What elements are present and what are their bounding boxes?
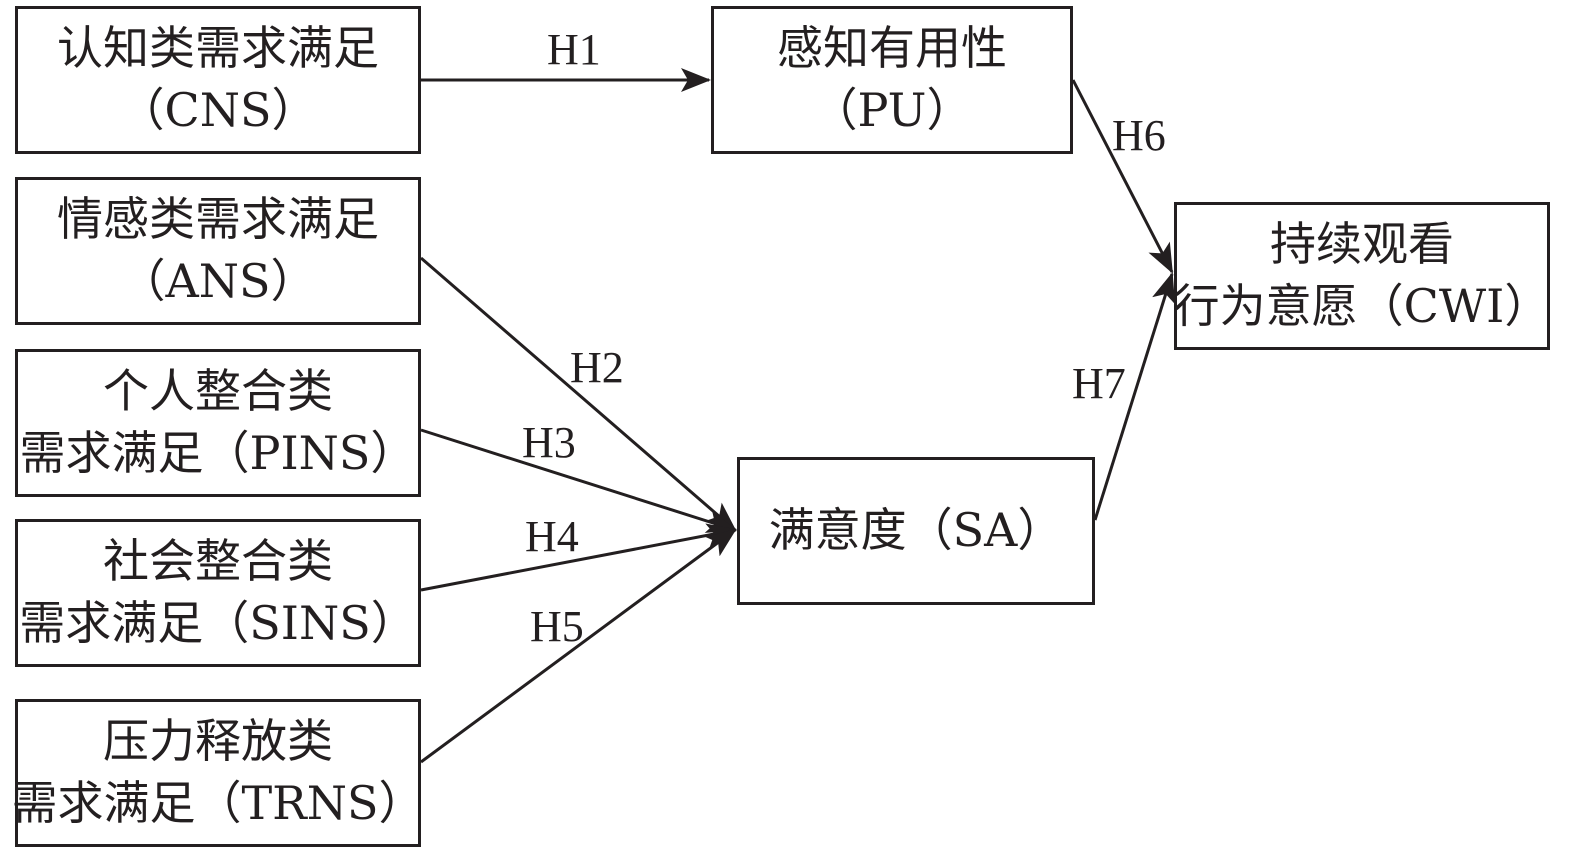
node-cwi-line2: 行为意愿（CWI） bbox=[1173, 279, 1551, 333]
hypothesis-label-h7: H7 bbox=[1072, 359, 1126, 408]
node-ans-line2: （ANS） bbox=[119, 254, 317, 308]
arrow-h4 bbox=[420, 523, 737, 592]
hypothesis-label-h5: H5 bbox=[530, 602, 584, 651]
node-ans-line1: 情感类需求满足 bbox=[57, 192, 379, 247]
hypothesis-label-h4: H4 bbox=[525, 512, 579, 561]
hypothesis-label-h1: H1 bbox=[547, 25, 601, 74]
arrow-h2 bbox=[420, 256, 737, 532]
node-pins: 个人整合类 需求满足（PINS） bbox=[15, 349, 421, 497]
node-pins-line2: 需求满足（PINS） bbox=[19, 426, 417, 480]
node-sins-line1: 社会整合类 bbox=[103, 534, 333, 589]
node-sa: 满意度（SA） bbox=[737, 457, 1095, 605]
node-trns-line1: 压力释放类 bbox=[103, 714, 333, 769]
node-cwi: 持续观看 行为意愿（CWI） bbox=[1174, 202, 1550, 350]
hypothesis-label-h3: H3 bbox=[522, 418, 576, 467]
node-pu: 感知有用性 （PU） bbox=[711, 6, 1073, 154]
node-sins: 社会整合类 需求满足（SINS） bbox=[15, 519, 421, 667]
node-pu-line2: （PU） bbox=[811, 83, 973, 137]
node-sins-line2: 需求满足（SINS） bbox=[19, 596, 417, 650]
hypothesis-label-h6: H6 bbox=[1112, 111, 1166, 160]
node-cns-line1: 认知类需求满足 bbox=[57, 21, 379, 76]
hypothesis-label-h2: H2 bbox=[570, 343, 624, 392]
node-pins-line1: 个人整合类 bbox=[103, 364, 333, 419]
node-trns: 压力释放类 需求满足（TRNS） bbox=[11, 699, 425, 847]
arrow-h7 bbox=[1093, 272, 1176, 521]
arrow-h3 bbox=[420, 428, 737, 533]
node-sa-line1: 满意度（SA） bbox=[768, 503, 1064, 558]
arrow-h6 bbox=[1071, 79, 1174, 274]
node-trns-line2: 需求满足（TRNS） bbox=[11, 776, 425, 830]
node-ans: 情感类需求满足 （ANS） bbox=[15, 177, 421, 325]
node-cns: 认知类需求满足 （CNS） bbox=[15, 6, 421, 154]
arrow-h5 bbox=[420, 528, 737, 764]
node-pu-line1: 感知有用性 bbox=[777, 21, 1007, 76]
node-cwi-line1: 持续观看 bbox=[1270, 217, 1454, 272]
node-cns-line2: （CNS） bbox=[118, 83, 318, 137]
